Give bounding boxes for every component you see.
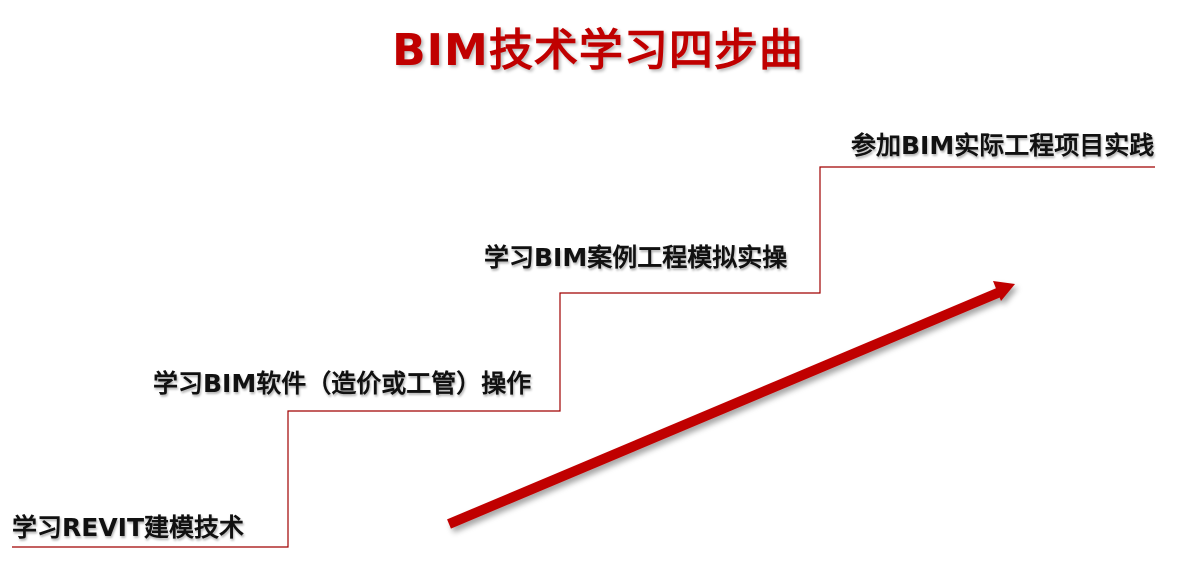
step-2-label: 学习BIM软件（造价或工管）操作 <box>153 369 532 398</box>
progress-arrow <box>447 281 1015 529</box>
staircase-line <box>12 166 1155 548</box>
step-3-label: 学习BIM案例工程模拟实操 <box>484 243 788 272</box>
arrow-head-icon <box>993 281 1015 301</box>
step-1-label: 学习REVIT建模技术 <box>12 513 245 542</box>
arrow-shaft <box>447 287 1002 529</box>
step-4-label: 参加BIM实际工程项目实践 <box>851 131 1155 160</box>
page-title: BIM技术学习四步曲 <box>392 25 804 76</box>
